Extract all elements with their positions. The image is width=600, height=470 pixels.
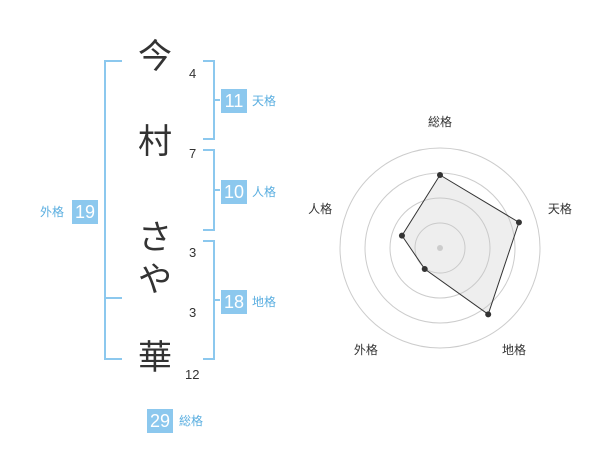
tenkaku-bracket-tick (213, 99, 220, 101)
chikaku-label: 地格 (252, 295, 277, 309)
radar-point-4 (421, 266, 428, 273)
radar-ring-4 (339, 147, 541, 349)
name-char-4: や (138, 260, 172, 300)
tenkaku-label: 天格 (252, 94, 277, 108)
soukaku-value: 29 (147, 409, 173, 433)
jinkaku-value: 10 (221, 180, 247, 204)
jinkaku-bracket-tick (213, 189, 220, 191)
stroke-count-1: 4 (189, 66, 197, 81)
radar-axis-label-1: 総格 (428, 114, 452, 129)
gaikaku-bracket-divider (104, 297, 122, 299)
radar-axis-label-3: 地格 (502, 342, 526, 357)
chikaku-bracket-tick (213, 299, 220, 301)
stroke-count-4: 3 (189, 305, 197, 320)
radar-point-5 (398, 232, 405, 239)
radar-center-dot (437, 245, 443, 251)
soukaku-label: 総格 (179, 414, 204, 428)
tenkaku-value: 11 (221, 89, 247, 113)
radar-ring-2 (389, 197, 491, 299)
stroke-count-2: 7 (189, 146, 197, 161)
radar-axis-label-4: 外格 (354, 342, 378, 357)
name-char-2: 村 (138, 122, 172, 162)
jinkaku-label: 人格 (252, 185, 277, 199)
stroke-count-3: 3 (189, 245, 197, 260)
radar-point-3 (485, 311, 492, 318)
radar-axis-label-2: 天格 (548, 201, 572, 216)
radar-point-2 (515, 219, 522, 226)
radar-ring-1 (414, 222, 466, 274)
gaikaku-bracket (104, 60, 122, 360)
name-char-3: さ (138, 218, 172, 258)
radar-point-1 (437, 172, 443, 178)
gaikaku-label: 外格 (40, 205, 65, 219)
stroke-count-5: 12 (185, 367, 200, 382)
gaikaku-value: 19 (72, 200, 98, 224)
name-char-1: 今 (138, 37, 172, 77)
radar-axis-label-5: 人格 (308, 201, 332, 216)
radar-polygon (401, 174, 520, 316)
chikaku-value: 18 (221, 290, 247, 314)
name-char-5: 華 (138, 338, 172, 378)
